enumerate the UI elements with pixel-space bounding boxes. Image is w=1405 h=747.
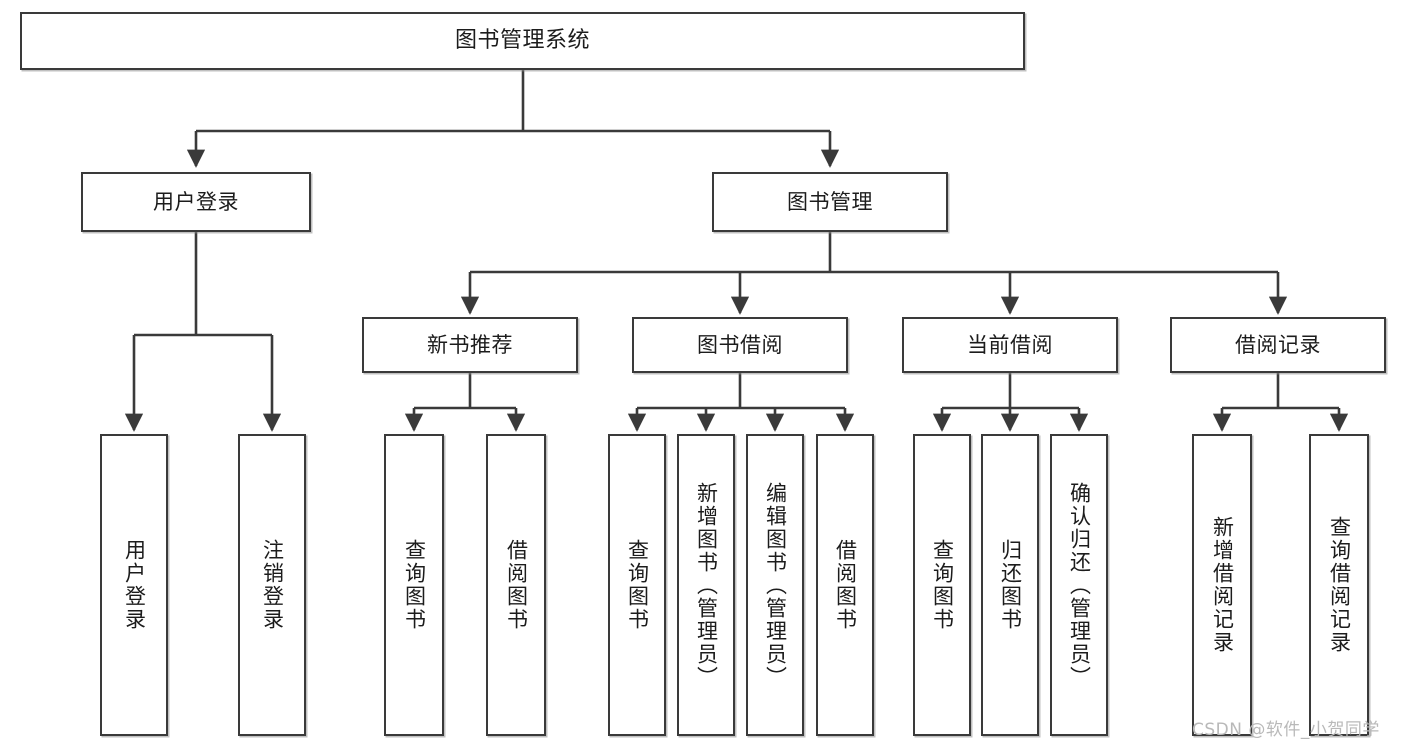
leaf-query-book-1[interactable]: 查询图书 (384, 434, 444, 736)
leaf-confirm-return[interactable]: 确认归还（管理员） (1050, 434, 1108, 736)
leaf-query-record[interactable]: 查询借阅记录 (1309, 434, 1369, 736)
leaf-borrow-book-2[interactable]: 借阅图书 (816, 434, 874, 736)
node-book-borrow[interactable]: 图书借阅 (632, 317, 848, 373)
node-book-management-label: 图书管理 (787, 189, 873, 214)
leaf-add-record[interactable]: 新增借阅记录 (1192, 434, 1252, 736)
leaf-add-book-label: 新增图书（管理员） (694, 481, 719, 689)
leaf-query-book-2[interactable]: 查询图书 (608, 434, 666, 736)
leaf-logout-login-label: 注销登录 (260, 539, 285, 631)
leaf-logout-login[interactable]: 注销登录 (238, 434, 306, 736)
node-borrow-record-label: 借阅记录 (1235, 332, 1321, 357)
leaf-borrow-book-1[interactable]: 借阅图书 (486, 434, 546, 736)
node-current-borrow-label: 当前借阅 (967, 332, 1053, 357)
leaf-add-record-label: 新增借阅记录 (1210, 516, 1235, 654)
leaf-return-book-label: 归还图书 (998, 539, 1023, 631)
leaf-edit-book[interactable]: 编辑图书（管理员） (746, 434, 804, 736)
node-borrow-record[interactable]: 借阅记录 (1170, 317, 1386, 373)
leaf-borrow-book-2-label: 借阅图书 (833, 539, 858, 631)
leaf-borrow-book-1-label: 借阅图书 (504, 539, 529, 631)
leaf-user-login-label: 用户登录 (122, 539, 147, 631)
leaf-confirm-return-label: 确认归还（管理员） (1067, 481, 1092, 689)
node-book-management[interactable]: 图书管理 (712, 172, 948, 232)
leaf-query-book-2-label: 查询图书 (625, 539, 650, 631)
node-new-book-recommend-label: 新书推荐 (427, 332, 513, 357)
node-new-book-recommend[interactable]: 新书推荐 (362, 317, 578, 373)
leaf-return-book[interactable]: 归还图书 (981, 434, 1039, 736)
node-book-borrow-label: 图书借阅 (697, 332, 783, 357)
node-root-label: 图书管理系统 (454, 28, 590, 54)
leaf-query-record-label: 查询借阅记录 (1327, 516, 1352, 654)
node-user-login[interactable]: 用户登录 (81, 172, 311, 232)
node-user-login-label: 用户登录 (153, 189, 239, 214)
node-current-borrow[interactable]: 当前借阅 (902, 317, 1118, 373)
leaf-user-login[interactable]: 用户登录 (100, 434, 168, 736)
leaf-query-book-3[interactable]: 查询图书 (913, 434, 971, 736)
leaf-query-book-1-label: 查询图书 (402, 539, 427, 631)
watermark: CSDN @软件_小贺同学 (1192, 720, 1380, 740)
leaf-query-book-3-label: 查询图书 (930, 539, 955, 631)
leaf-add-book[interactable]: 新增图书（管理员） (677, 434, 735, 736)
node-root[interactable]: 图书管理系统 (20, 12, 1025, 70)
leaf-edit-book-label: 编辑图书（管理员） (763, 481, 788, 689)
